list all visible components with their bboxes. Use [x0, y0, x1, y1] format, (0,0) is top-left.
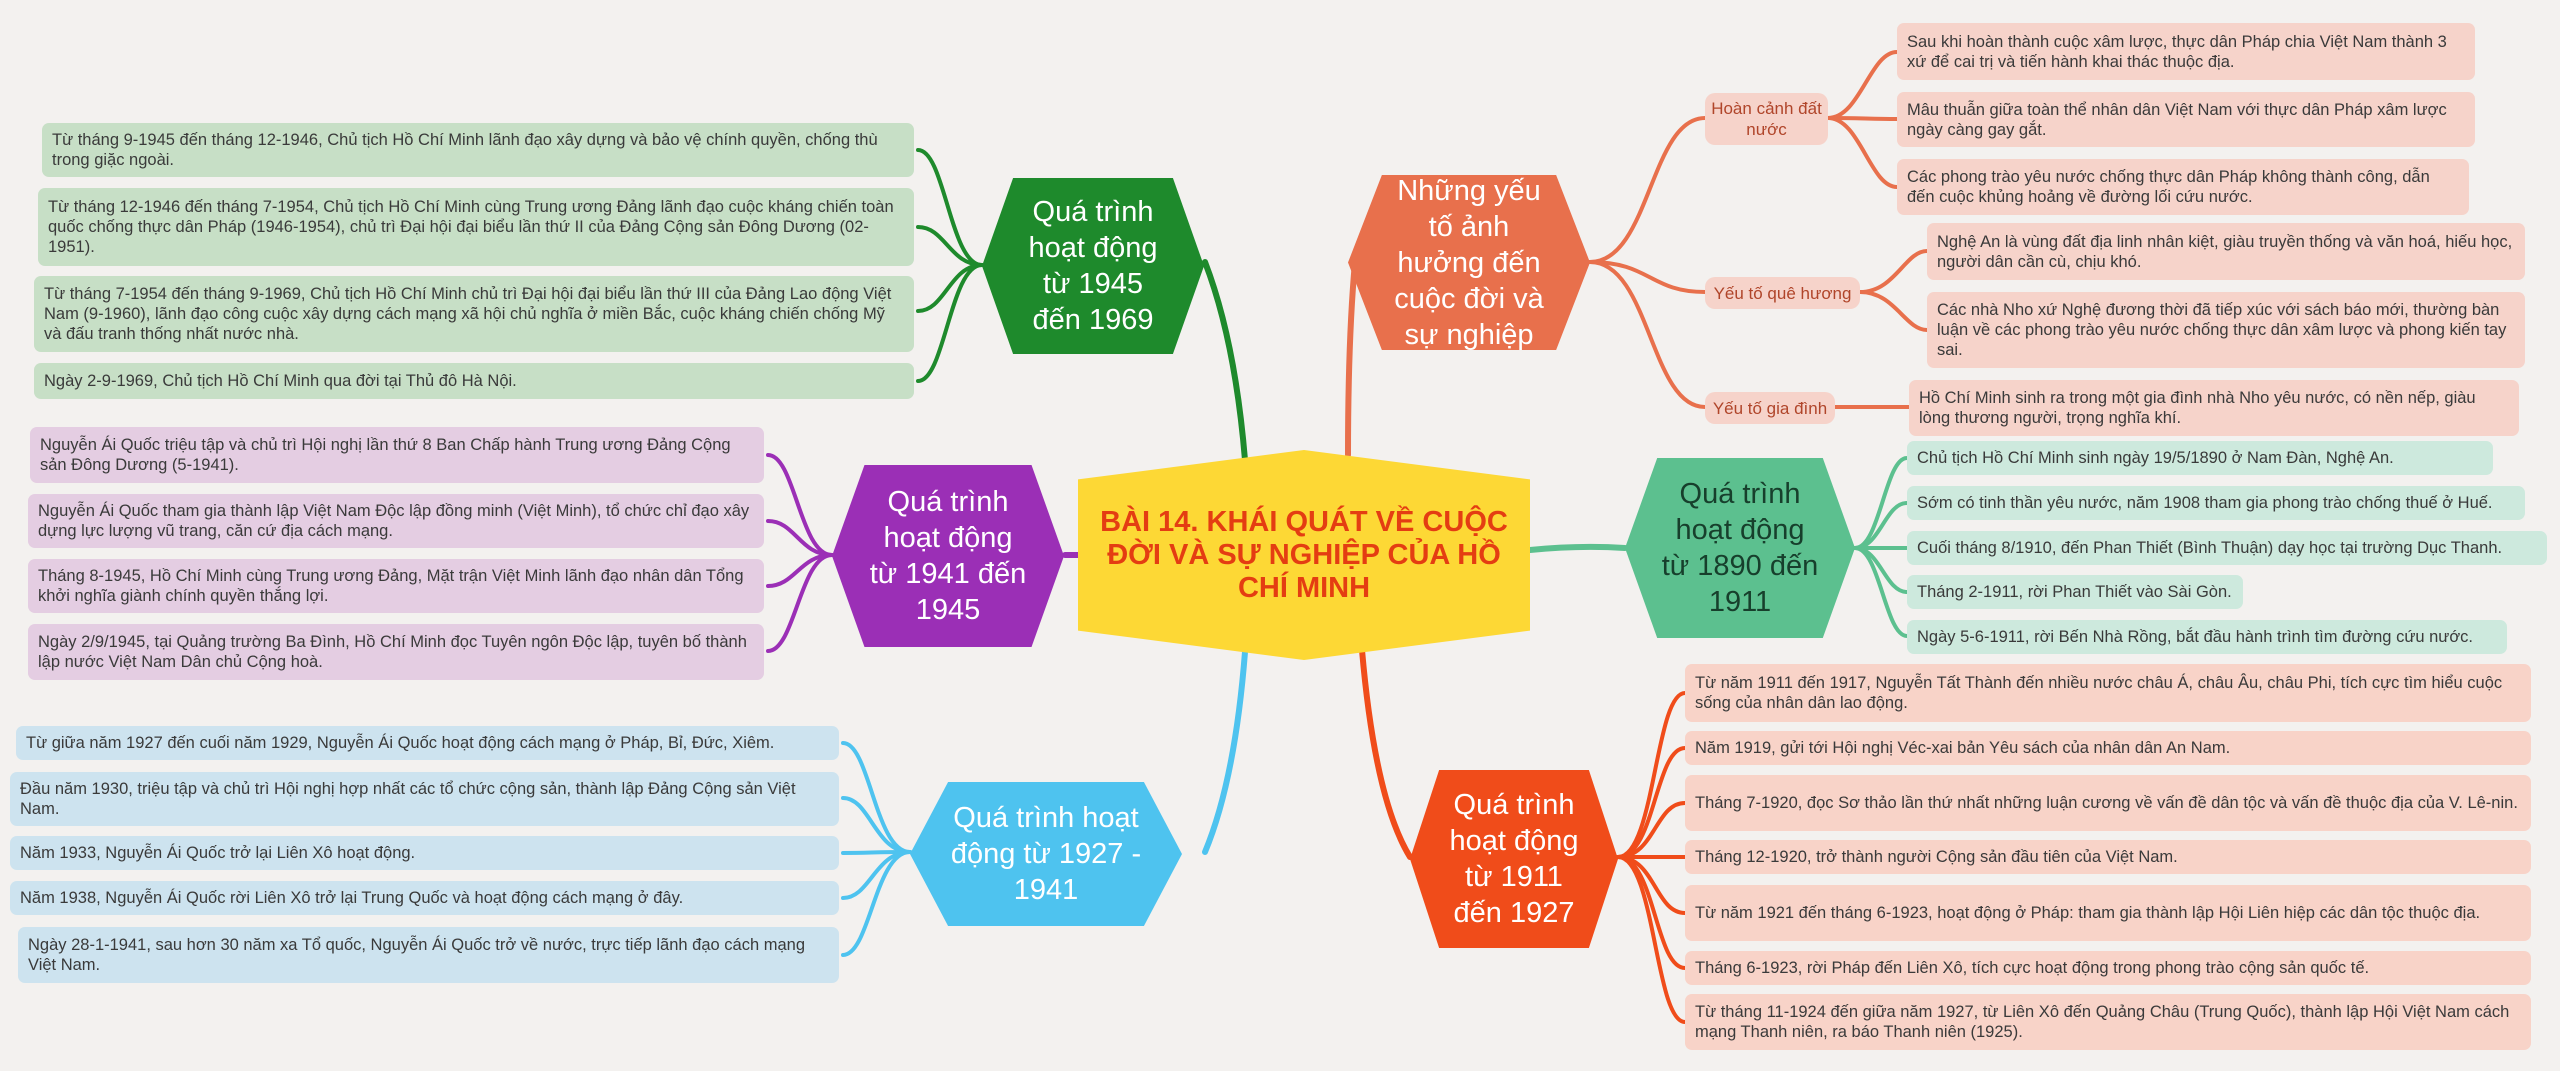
- leaf-1927-3[interactable]: Năm 1933, Nguyễn Ái Quốc trở lại Liên Xô…: [10, 836, 839, 870]
- leaf-1927-5[interactable]: Ngày 28-1-1941, sau hơn 30 năm xa Tổ quố…: [18, 927, 839, 983]
- leaf-1911-2[interactable]: Năm 1919, gửi tới Hội nghị Véc-xai bản Y…: [1685, 731, 2531, 765]
- leaf-1941-2[interactable]: Nguyễn Ái Quốc tham gia thành lập Việt N…: [28, 494, 764, 548]
- leaf-factor-country-3[interactable]: Các phong trào yêu nước chống thực dân P…: [1897, 159, 2469, 215]
- center-topic[interactable]: BÀI 14. KHÁI QUÁT VỀ CUỘC ĐỜI VÀ SỰ NGHI…: [1078, 450, 1530, 660]
- hub-1945-1969[interactable]: Quá trình hoạt động từ 1945 đến 1969: [982, 178, 1204, 354]
- leaf-factor-country-2[interactable]: Mâu thuẫn giữa toàn thể nhân dân Việt Na…: [1897, 92, 2475, 147]
- factor-homeland[interactable]: Yếu tố quê hương: [1705, 277, 1860, 309]
- leaf-factor-country-1[interactable]: Sau khi hoàn thành cuộc xâm lược, thực d…: [1897, 23, 2475, 80]
- factor-family[interactable]: Yếu tố gia đình: [1705, 392, 1835, 424]
- leaf-1941-3[interactable]: Tháng 8-1945, Hồ Chí Minh cùng Trung ươn…: [28, 559, 764, 613]
- leaf-1911-7[interactable]: Từ tháng 11-1924 đến giữa năm 1927, từ L…: [1685, 994, 2531, 1050]
- hub-1941-1945[interactable]: Quá trình hoạt động từ 1941 đến 1945: [832, 465, 1064, 647]
- hub-1911-1927[interactable]: Quá trình hoạt động từ 1911 đến 1927: [1410, 770, 1618, 948]
- leaf-1911-3[interactable]: Tháng 7-1920, đọc Sơ thảo lần thứ nhất n…: [1685, 775, 2531, 831]
- leaf-1911-4[interactable]: Tháng 12-1920, trở thành người Cộng sản …: [1685, 840, 2531, 874]
- leaf-1945-3[interactable]: Từ tháng 7-1954 đến tháng 9-1969, Chủ tị…: [34, 276, 914, 352]
- leaf-1927-2[interactable]: Đầu năm 1930, triệu tập và chủ trì Hội n…: [10, 772, 839, 826]
- leaf-factor-family-1[interactable]: Hồ Chí Minh sinh ra trong một gia đình n…: [1909, 380, 2519, 436]
- leaf-1927-1[interactable]: Từ giữa năm 1927 đến cuối năm 1929, Nguy…: [16, 726, 839, 760]
- factor-country[interactable]: Hoàn cảnh đất nước: [1705, 93, 1828, 145]
- leaf-1890-1[interactable]: Chủ tịch Hồ Chí Minh sinh ngày 19/5/1890…: [1907, 441, 2493, 475]
- leaf-1941-4[interactable]: Ngày 2/9/1945, tại Quảng trường Ba Đình,…: [28, 624, 764, 680]
- hub-factors[interactable]: Những yếu tố ảnh hưởng đến cuộc đời và s…: [1348, 175, 1590, 350]
- leaf-1911-5[interactable]: Từ năm 1921 đến tháng 6-1923, hoạt động …: [1685, 885, 2531, 941]
- leaf-1911-6[interactable]: Tháng 6-1923, rời Pháp đến Liên Xô, tích…: [1685, 951, 2531, 985]
- leaf-1927-4[interactable]: Năm 1938, Nguyễn Ái Quốc rời Liên Xô trở…: [10, 881, 839, 915]
- leaf-1945-2[interactable]: Từ tháng 12-1946 đến tháng 7-1954, Chủ t…: [38, 188, 914, 266]
- leaf-1890-2[interactable]: Sớm có tinh thần yêu nước, năm 1908 tham…: [1907, 486, 2525, 520]
- leaf-1911-1[interactable]: Từ năm 1911 đến 1917, Nguyễn Tất Thành đ…: [1685, 664, 2531, 722]
- leaf-1890-5[interactable]: Ngày 5-6-1911, rời Bến Nhà Rồng, bắt đầu…: [1907, 620, 2507, 654]
- hub-1927-1941[interactable]: Quá trình hoạt động từ 1927 - 1941: [910, 782, 1182, 926]
- leaf-1890-3[interactable]: Cuối tháng 8/1910, đến Phan Thiết (Bình …: [1907, 531, 2547, 565]
- leaf-1945-1[interactable]: Từ tháng 9-1945 đến tháng 12-1946, Chủ t…: [42, 123, 914, 177]
- hub-1890-1911[interactable]: Quá trình hoạt động từ 1890 đến 1911: [1625, 458, 1855, 638]
- leaf-1890-4[interactable]: Tháng 2-1911, rời Phan Thiết vào Sài Gòn…: [1907, 575, 2243, 609]
- leaf-1945-4[interactable]: Ngày 2-9-1969, Chủ tịch Hồ Chí Minh qua …: [34, 363, 914, 399]
- leaf-1941-1[interactable]: Nguyễn Ái Quốc triệu tập và chủ trì Hội …: [30, 427, 764, 483]
- leaf-factor-homeland-1[interactable]: Nghệ An là vùng đất địa linh nhân kiệt, …: [1927, 223, 2525, 280]
- leaf-factor-homeland-2[interactable]: Các nhà Nho xứ Nghệ đương thời đã tiếp x…: [1927, 292, 2525, 368]
